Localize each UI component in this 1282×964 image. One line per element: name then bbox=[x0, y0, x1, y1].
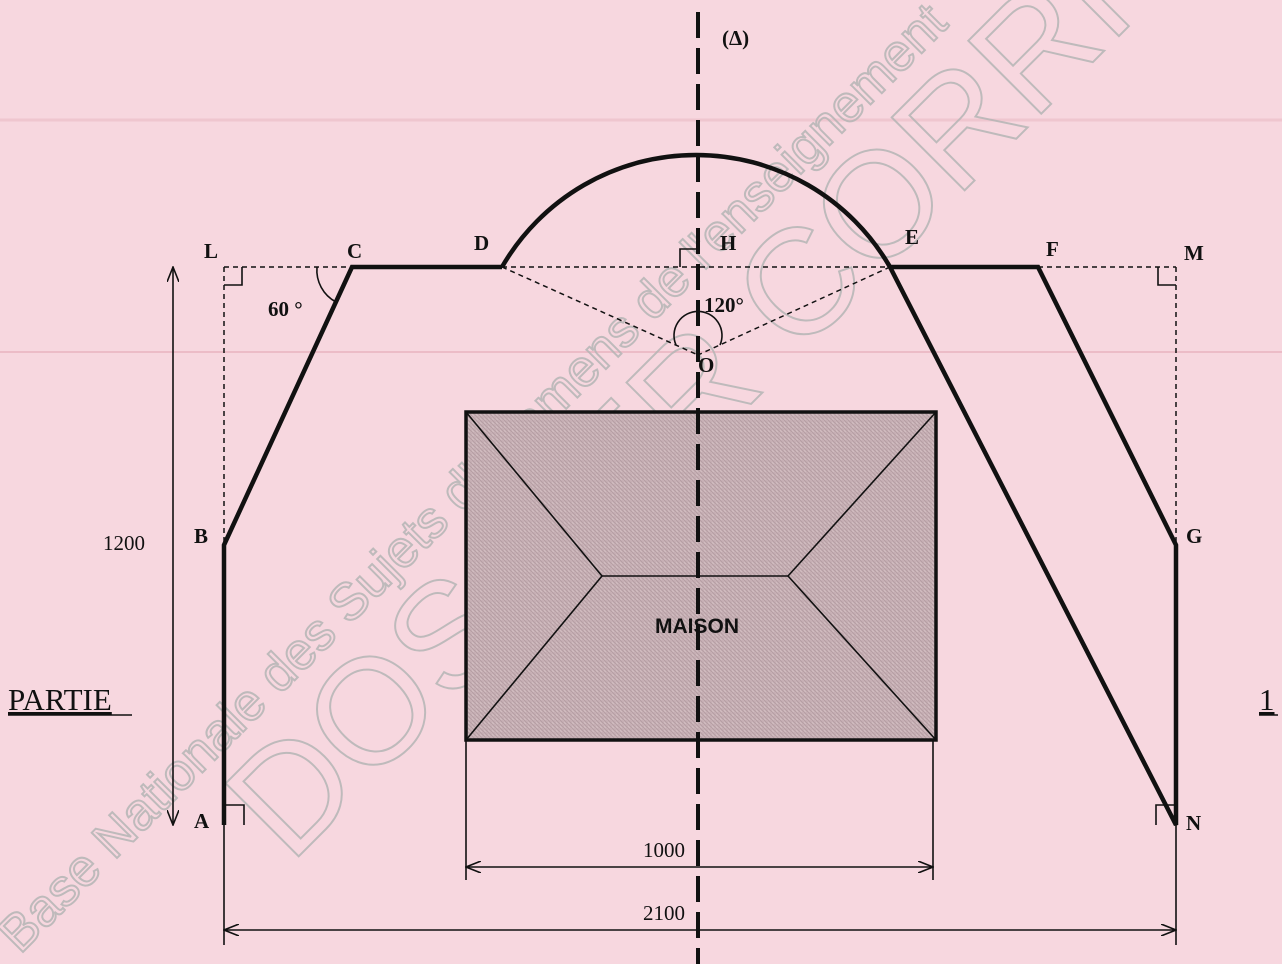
point-n: N bbox=[1186, 811, 1201, 835]
point-e: E bbox=[905, 225, 919, 249]
point-l: L bbox=[204, 239, 218, 263]
point-d: D bbox=[474, 231, 489, 255]
dim-total-label-bg bbox=[636, 899, 692, 923]
point-o: O bbox=[698, 353, 714, 377]
dim-total-label: 2100 bbox=[643, 901, 685, 925]
house: MAISON bbox=[464, 410, 938, 742]
dimension-lines bbox=[173, 267, 1176, 945]
point-h: H bbox=[720, 231, 736, 255]
angle-label-o: 120° bbox=[704, 293, 744, 317]
angle-arc-c bbox=[316, 266, 337, 303]
side-text-left: PARTIE bbox=[8, 682, 112, 717]
point-c: C bbox=[347, 239, 362, 263]
point-m: M bbox=[1184, 241, 1204, 265]
right-angle-l bbox=[224, 267, 243, 286]
roof-ridges bbox=[465, 411, 937, 741]
dim-house-label: 1000 bbox=[643, 838, 685, 862]
dim-height-label: 1200 bbox=[103, 531, 145, 555]
plot-boundary bbox=[221, 264, 1179, 827]
right-angle-h bbox=[679, 248, 698, 267]
point-a: A bbox=[194, 809, 210, 833]
right-angle-a bbox=[224, 804, 245, 825]
dim-house-label-bg bbox=[636, 836, 692, 860]
arc-de bbox=[500, 152, 892, 269]
right-angle-marks bbox=[224, 248, 1176, 825]
right-angle-m bbox=[1157, 267, 1176, 286]
point-f: F bbox=[1046, 237, 1059, 261]
axis-label: (Δ) bbox=[722, 26, 749, 50]
angle-label-c: 60 ° bbox=[268, 297, 303, 321]
point-labels: L C D H E F M B G A N O bbox=[194, 225, 1204, 835]
right-angle-n bbox=[1155, 804, 1176, 825]
point-g: G bbox=[1186, 524, 1202, 548]
side-text-right: 1 bbox=[1259, 682, 1275, 717]
point-b: B bbox=[194, 524, 208, 548]
